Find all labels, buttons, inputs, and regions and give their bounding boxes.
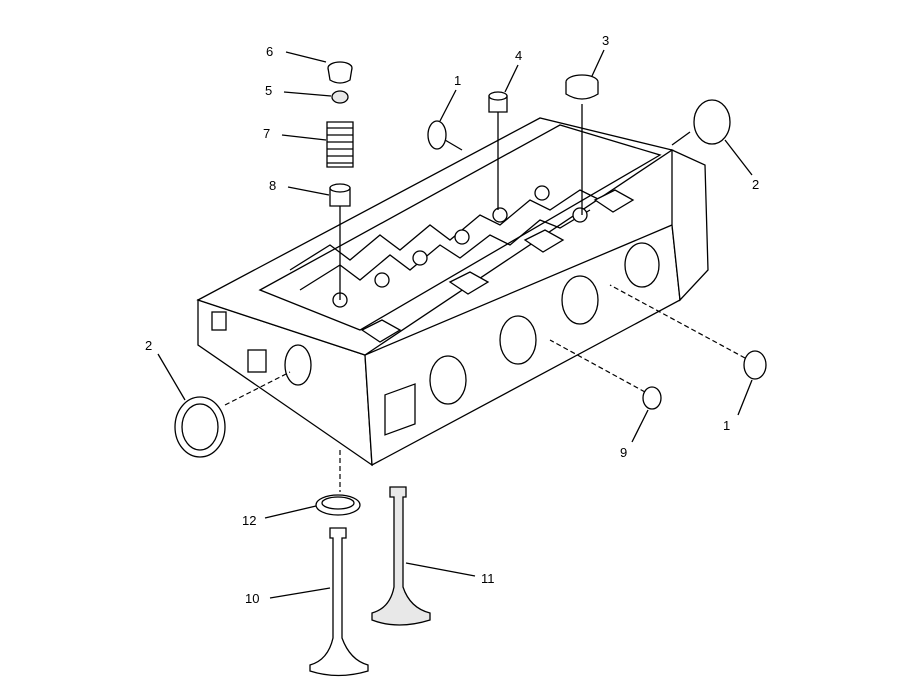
callout-6: 6 [266, 44, 273, 59]
callout-8: 8 [269, 178, 276, 193]
valve-11 [371, 486, 431, 626]
valve-cap-6 [327, 61, 353, 84]
valve-seal-4 [488, 91, 508, 210]
valve-seal-8 [329, 183, 351, 207]
plug-right-2 [671, 99, 731, 146]
cylinder-head [196, 117, 709, 467]
cup-3 [565, 74, 599, 215]
callout-7: 7 [263, 126, 270, 141]
callout-2-left: 2 [145, 338, 152, 353]
callout-12: 12 [242, 513, 256, 528]
plug-side-1 [609, 284, 767, 380]
callout-5: 5 [265, 83, 272, 98]
plug-top-1 [427, 120, 463, 151]
valve-10 [309, 527, 369, 677]
callout-10: 10 [245, 591, 259, 606]
valve-spring-7 [326, 121, 354, 168]
callout-2-right: 2 [752, 177, 759, 192]
callout-4: 4 [515, 48, 522, 63]
callout-11: 11 [481, 571, 495, 586]
callout-9: 9 [620, 445, 627, 460]
leader-lines [157, 49, 753, 599]
plug-left-2 [174, 371, 291, 458]
callout-1-side: 1 [723, 418, 730, 433]
insert-12 [315, 494, 361, 516]
callout-1-top: 1 [454, 73, 461, 88]
callout-3: 3 [602, 33, 609, 48]
valve-keeper-5 [331, 90, 349, 104]
plug-9 [549, 339, 662, 410]
